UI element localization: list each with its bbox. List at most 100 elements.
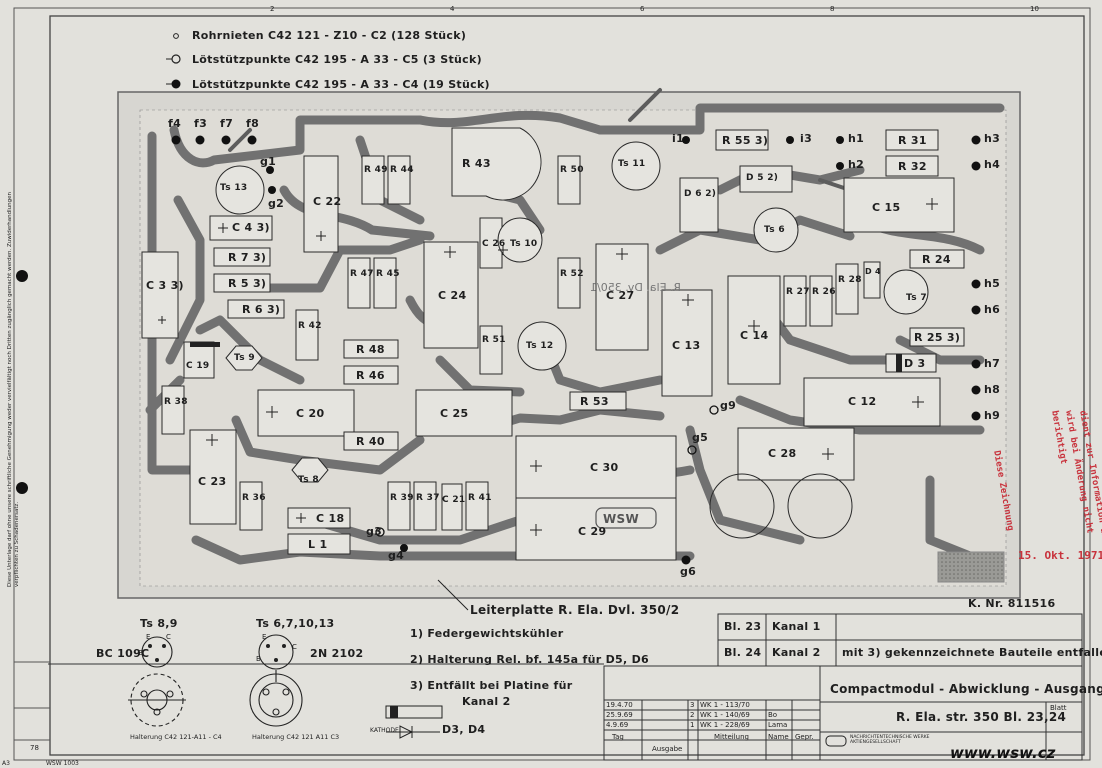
copyright-side-text: Diese Unterlage darf ohne unsere schrift… xyxy=(7,192,20,587)
rev-name: Bo xyxy=(768,711,778,719)
point-h3: h3 xyxy=(984,132,1001,145)
frame-corner: A3 xyxy=(2,760,10,767)
point-h1: h1 xyxy=(848,132,865,145)
label-ts9: Ts 9 xyxy=(234,353,255,363)
point-f8: f8 xyxy=(246,117,260,130)
label-c27: C 27 xyxy=(606,289,635,302)
label-d3: D 3 xyxy=(904,357,926,370)
title-block-title: Compactmodul - Abwicklung - Ausgang xyxy=(830,682,1102,696)
label-r32: R 32 xyxy=(898,160,927,173)
rev-date: 4.9.69 xyxy=(606,721,629,729)
point-g9: g9 xyxy=(720,399,737,412)
label-c24: C 24 xyxy=(438,289,467,302)
point-g6: g6 xyxy=(680,565,697,578)
pinout-right-type: 2N 2102 xyxy=(310,647,364,660)
label-ts6: Ts 6 xyxy=(764,225,785,235)
company-logo xyxy=(825,735,847,747)
rev-number: WK 1 - 228/69 xyxy=(700,721,750,729)
frame-code: WSW 1003 xyxy=(46,760,79,767)
rev-header-tag: Tag xyxy=(612,733,624,741)
kanal-name-2: Kanal 2 xyxy=(772,646,821,659)
label-d5: D 5 2) xyxy=(746,173,779,183)
point-f4: f4 xyxy=(168,117,182,130)
label-r7: R 7 3) xyxy=(228,251,267,264)
point-g5: g5 xyxy=(692,431,709,444)
board-label: Leiterplatte R. Ela. Dvl. 350/2 xyxy=(470,603,680,617)
frame-mark: 78 xyxy=(30,744,39,752)
label-r24: R 24 xyxy=(922,253,951,266)
pcb-mirror-text: R. Ela. Dv. 350/1 xyxy=(590,281,681,294)
label-r47: R 47 xyxy=(350,269,374,279)
point-h5: h5 xyxy=(984,277,1001,290)
label-r55: R 55 3) xyxy=(722,134,769,147)
bottom-tables xyxy=(48,613,1083,761)
pinout-left-type: BC 109C xyxy=(96,647,150,660)
label-r27: R 27 xyxy=(786,287,810,297)
pin-label-c: C xyxy=(292,643,297,651)
label-c12: C 12 xyxy=(848,395,877,408)
label-c13: C 13 xyxy=(672,339,701,352)
frame-number: 10 xyxy=(1030,5,1039,13)
label-d6: D 6 2) xyxy=(684,189,717,199)
rev-date: 25.9.69 xyxy=(606,711,633,719)
label-ts11: Ts 11 xyxy=(618,159,646,169)
label-ts10: Ts 10 xyxy=(510,239,538,249)
label-r6: R 6 3) xyxy=(242,303,281,316)
point-g3: g3 xyxy=(366,525,383,538)
rev-index: 1 xyxy=(690,721,695,729)
label-ts13: Ts 13 xyxy=(220,183,248,193)
transistor-pinouts xyxy=(128,634,303,727)
kanal-blatt-2: Bl. 24 xyxy=(724,646,762,659)
company-name: NACHRICHTENTECHNISCHE WERKE AKTIENGESELL… xyxy=(850,735,930,745)
cathode-label: KATHODE xyxy=(370,727,399,734)
label-c4: C 4 3) xyxy=(232,221,270,234)
title-block-code: R. Ela. str. 350 Bl. 23,24 xyxy=(896,710,1067,724)
rev-header-ausgabe: Ausgabe xyxy=(652,745,683,753)
label-l1: L 1 xyxy=(308,538,328,551)
frame-number: 8 xyxy=(830,5,835,13)
label-d4: D 4 xyxy=(865,267,881,276)
label-r39: R 39 xyxy=(390,493,414,503)
label-ts12: Ts 12 xyxy=(526,341,554,351)
label-r28: R 28 xyxy=(838,275,862,285)
inner-frame xyxy=(49,15,1085,756)
point-g2: g2 xyxy=(268,197,285,210)
rev-index: 2 xyxy=(690,711,695,719)
rev-date: 19.4.70 xyxy=(606,701,633,709)
pinout-right-title: Ts 6,7,10,13 xyxy=(256,617,335,630)
point-i1: i1 xyxy=(672,132,685,145)
rev-header-mitteilung: Mitteilung xyxy=(714,733,749,741)
label-c25: C 25 xyxy=(440,407,469,420)
rev-index: 3 xyxy=(690,701,695,709)
legend-posts-open: Lötstützpunkte C42 195 - A 33 - C5 (3 St… xyxy=(192,53,482,66)
note-2: 2) Halterung Rel. bf. 145a für D5, D6 xyxy=(410,653,649,666)
frame-number: 4 xyxy=(450,5,455,13)
label-r41: R 41 xyxy=(468,493,492,503)
label-r36: R 36 xyxy=(242,493,266,503)
knr: K. Nr. 811516 xyxy=(968,597,1056,610)
label-r5: R 5 3) xyxy=(228,277,267,290)
transistor-outlines xyxy=(215,141,929,483)
point-h4: h4 xyxy=(984,158,1001,171)
pinout-left-holder: Halterung C42 121-A11 - C4 xyxy=(130,733,222,741)
label-r38: R 38 xyxy=(164,397,188,407)
pinout-right-holder: Halterung C42 121 A11 C3 xyxy=(252,733,340,741)
label-c19: C 19 xyxy=(186,361,210,371)
label-c22: C 22 xyxy=(313,195,342,208)
diode-d3-band xyxy=(896,354,902,372)
leader-line xyxy=(437,579,469,611)
label-c26: C 26 xyxy=(482,239,506,249)
label-r51: R 51 xyxy=(482,335,506,345)
binder-hole xyxy=(16,482,28,494)
label-c23: C 23 xyxy=(198,475,227,488)
label-c29: C 29 xyxy=(578,525,607,538)
kanal-blatt-1: Bl. 23 xyxy=(724,620,762,633)
note-3-cont: Kanal 2 xyxy=(462,695,511,708)
point-h2: h2 xyxy=(848,158,865,171)
label-r46: R 46 xyxy=(356,369,385,382)
rev-header-name: Name xyxy=(768,733,789,741)
label-r31: R 31 xyxy=(898,134,927,147)
label-c20: C 20 xyxy=(296,407,325,420)
point-i3: i3 xyxy=(800,132,813,145)
